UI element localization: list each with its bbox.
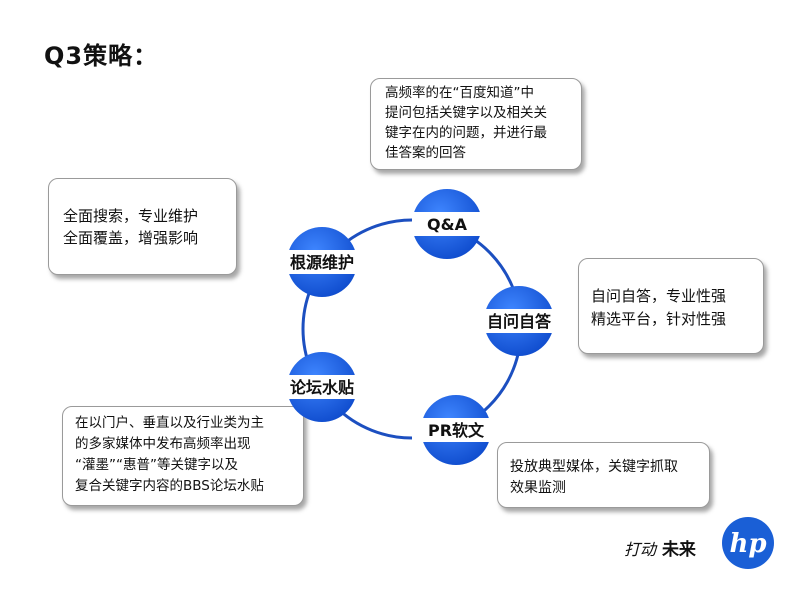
pr-callout-line: 投放典型媒体，关键字抓取 — [510, 459, 678, 475]
qa-callout: 高频率的在“百度知道”中 提问包括关键字以及相关关 键字在内的问题，并进行最 佳… — [370, 78, 582, 170]
node-qa: Q&A — [412, 189, 482, 259]
forum-post-callout: 在以门户、垂直以及行业类为主 的多家媒体中发布高频率出现 “灌墨”“惠普”等关键… — [62, 406, 304, 506]
node-forum: 论坛水贴 — [278, 352, 366, 422]
root-callout-line: 全面覆盖，增强影响 — [63, 229, 199, 247]
hp-logo-text: hp — [729, 529, 766, 559]
node-self: 自问自答 — [475, 286, 563, 356]
node-label: PR软文 — [428, 421, 485, 440]
node-label: 论坛水贴 — [290, 378, 354, 397]
forum-callout-line: “灌墨”“惠普”等关键字以及 — [75, 457, 238, 473]
forum-callout-line: 复合关键字内容的BBS论坛水贴 — [75, 478, 264, 494]
node-label: 自问自答 — [487, 312, 552, 331]
root-maintenance-callout: 全面搜索，专业维护 全面覆盖，增强影响 — [48, 178, 237, 275]
qa-callout-line: 键字在内的问题，并进行最 — [385, 125, 547, 141]
self-callout-line: 精选平台，针对性强 — [591, 310, 727, 328]
node-label-band — [278, 250, 366, 274]
node-label-band — [278, 375, 366, 399]
qa-callout-line: 提问包括关键字以及相关关 — [385, 105, 547, 121]
qa-callout-line: 佳答案的回答 — [385, 145, 466, 161]
node-label-band — [412, 418, 500, 442]
page-title: Q3策略： — [44, 42, 159, 70]
self-qa-callout: 自问自答，专业性强 精选平台，针对性强 — [578, 258, 764, 354]
node-pr: PR软文 — [412, 395, 500, 465]
qa-callout-line: 高频率的在“百度知道”中 — [385, 85, 534, 101]
slogan-part-a: 打动 — [624, 540, 657, 559]
node-label-band — [412, 212, 482, 236]
pr-article-callout: 投放典型媒体，关键字抓取 效果监测 — [497, 442, 710, 508]
forum-callout-line: 在以门户、垂直以及行业类为主 — [75, 415, 264, 431]
pr-callout-line: 效果监测 — [510, 480, 566, 496]
forum-callout-line: 的多家媒体中发布高频率出现 — [75, 436, 251, 452]
hp-logo: hp — [722, 517, 774, 569]
node-label: Q&A — [427, 215, 468, 234]
slogan-part-b: 未来 — [661, 540, 696, 560]
footer-slogan: 打动 未来 — [624, 535, 696, 560]
node-label-band — [475, 309, 563, 333]
root-callout-line: 全面搜索，专业维护 — [63, 207, 199, 225]
node-label: 根源维护 — [290, 253, 354, 272]
self-callout-line: 自问自答，专业性强 — [591, 287, 727, 305]
node-root: 根源维护 — [278, 227, 366, 297]
